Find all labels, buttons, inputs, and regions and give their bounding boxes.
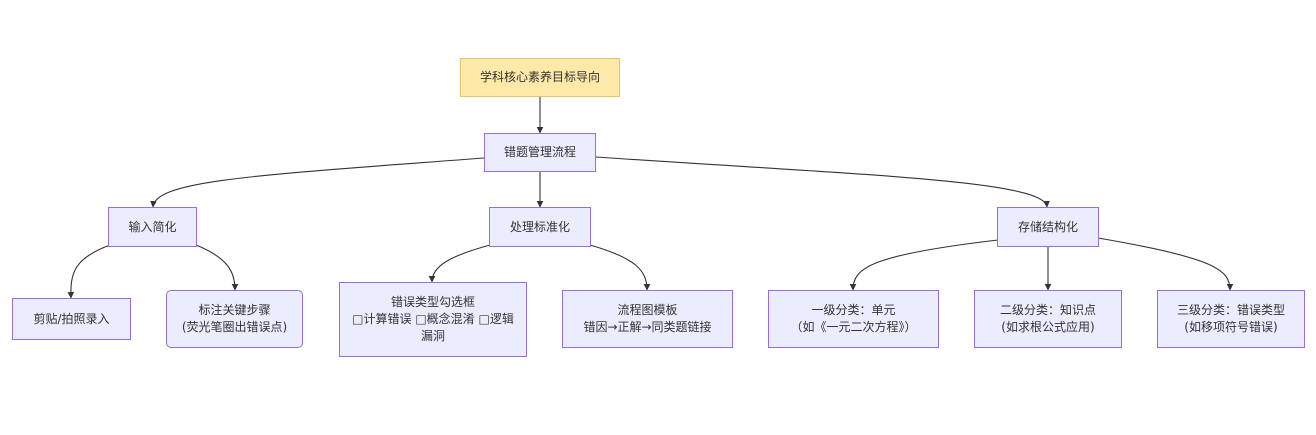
error-type-checkbox-node: 错误类型勾选框 □计算错误 □概念混淆 □逻辑 漏洞 — [339, 282, 527, 357]
edge-handle-to-template — [589, 244, 651, 291]
level3-category-node: 三级分类：错误类型 (如移项符号错误) — [1157, 290, 1305, 348]
root-goal-node: 学科核心素养目标导向 — [460, 58, 620, 97]
scan-entry-node: 剪贴/拍照录入 — [12, 298, 131, 340]
edge-handle-to-checkbox — [428, 244, 491, 283]
flow-template-node: 流程图模板 错因→正解→同类题链接 — [562, 290, 733, 348]
level2-category-node: 二级分类：知识点 (如求根公式应用) — [974, 290, 1122, 348]
level1-category-node: 一级分类：单元 （如《一元二次方程》） — [768, 290, 939, 348]
mark-steps-node: 标注关键步骤 (荧光笔圈出错误点) — [166, 290, 303, 348]
edge-input-to-scan — [67, 244, 111, 299]
handle-standardize-node: 处理标准化 — [489, 207, 591, 247]
edge-input-to-mark — [195, 244, 239, 291]
edge-store-to-level3 — [1097, 237, 1234, 291]
store-structure-node: 存储结构化 — [997, 207, 1099, 247]
edge-process-to-store — [595, 156, 1050, 208]
process-node: 错题管理流程 — [484, 133, 596, 172]
input-simplify-node: 输入简化 — [108, 207, 197, 247]
edge-store-to-level1 — [849, 239, 999, 291]
edge-process-to-input — [150, 157, 485, 208]
